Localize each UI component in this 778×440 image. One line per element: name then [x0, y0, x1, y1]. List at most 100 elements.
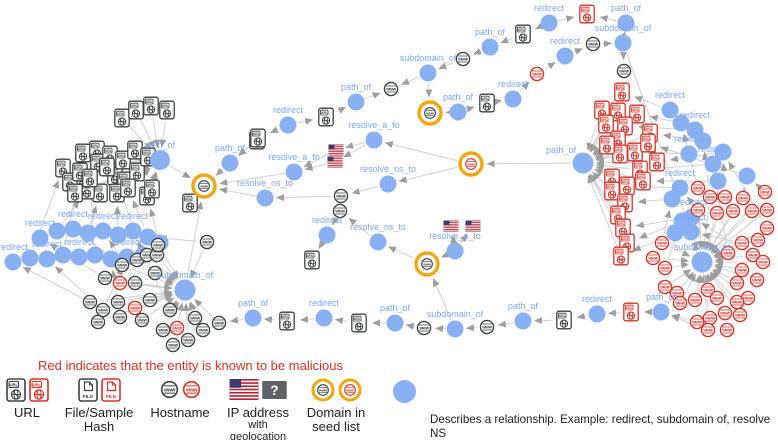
edge: [384, 141, 458, 162]
malicious-hostname-node: [759, 220, 775, 236]
url-node: [279, 311, 295, 331]
hostname-node: [155, 322, 171, 338]
relationship-node: [109, 226, 127, 244]
malicious-url-node: [613, 246, 629, 266]
edge-label: redirect: [118, 211, 149, 221]
www-icon: [155, 322, 171, 338]
malicious-url-node: [635, 171, 651, 191]
edge: [544, 61, 556, 70]
edge-label: redirect: [680, 110, 711, 120]
url-icon: [649, 152, 665, 172]
legend-file-label: File/Sample Hash: [64, 405, 134, 435]
edge-label: path_of: [475, 27, 506, 37]
relationship-node: [446, 320, 464, 338]
edge: [151, 172, 158, 181]
hostname-icon: [160, 380, 179, 399]
edge: [229, 316, 244, 324]
www-icon: [465, 158, 477, 170]
edge-label: subdomain_of: [400, 53, 457, 63]
edge-label: resolve_ns_to: [350, 222, 406, 232]
edge: [634, 96, 662, 108]
edge-label: redirect: [32, 239, 63, 249]
relationship-node: [714, 143, 732, 161]
edge: [589, 133, 601, 152]
www-icon: [759, 220, 775, 236]
www-icon: [150, 237, 166, 253]
relationship-node: [64, 220, 82, 238]
www-icon: [180, 332, 196, 348]
www-icon: [90, 314, 106, 330]
url-node: [120, 178, 136, 198]
edge-label: redirect: [498, 79, 529, 89]
url-node: [82, 168, 98, 188]
www-icon: [717, 189, 733, 205]
relationship-node: [709, 172, 727, 190]
url-icon: [99, 157, 115, 177]
hostname-node: [616, 63, 632, 79]
www-icon: [165, 337, 181, 353]
www-icon: [112, 275, 128, 291]
us-flag-icon: [229, 379, 259, 400]
legend-hostname-label: Hostname: [150, 405, 210, 420]
malicious-seed-domain-node: [458, 151, 484, 177]
relationship-node: [572, 152, 594, 174]
legend-url: URL: [2, 377, 52, 420]
edge: [595, 154, 609, 162]
relationship-node: [94, 222, 112, 240]
malicious-hostname-node: [529, 66, 545, 82]
edge: [332, 216, 340, 226]
edge-label: redirect: [0, 242, 29, 252]
url-node: [114, 108, 130, 128]
hostname-node: [90, 314, 106, 330]
legend-seed-label: Domain in seed list: [306, 405, 366, 435]
malicious-hostname-node: [654, 235, 670, 251]
url-icon: [250, 128, 266, 148]
edge: [486, 160, 572, 168]
edge-label: redirect: [88, 211, 119, 221]
url-icon: [127, 140, 143, 160]
relationship-node: [672, 114, 690, 132]
legend-ip: IP address with geolocation: [219, 377, 297, 440]
hostname-node: [479, 319, 495, 335]
relationship-node: [21, 249, 39, 267]
www-icon: [199, 234, 215, 250]
edge: [159, 121, 167, 148]
malicious-hostname-node: [690, 180, 706, 196]
url-icon: [120, 178, 136, 198]
edge-label: resolve_ns_to: [237, 178, 293, 188]
www-icon: [95, 302, 111, 318]
edge-label: path_of: [341, 82, 372, 92]
hostname-node: [416, 320, 432, 336]
legend-url-label: URL: [13, 405, 40, 420]
edge: [182, 302, 190, 331]
www-icon: [198, 180, 210, 192]
www-icon: [734, 235, 750, 251]
edge-label: redirect: [312, 215, 343, 225]
hostname-node: [150, 237, 166, 253]
www-icon: [162, 302, 178, 318]
malicious-hostname-node: [744, 203, 760, 219]
malicious-note: Red indicates that the entity is known t…: [38, 358, 343, 373]
edge: [188, 302, 196, 311]
url-node: [318, 107, 334, 127]
us-flag-icon: [327, 156, 343, 168]
edge: [663, 209, 672, 234]
www-icon: [383, 81, 399, 97]
relationship-node: [369, 233, 387, 251]
edge: [558, 15, 575, 23]
edge: [219, 187, 256, 197]
relationship-node: [279, 116, 297, 134]
www-icon: [645, 250, 661, 266]
edge: [670, 246, 691, 257]
relationship-node: [174, 279, 196, 301]
hostname-node: [195, 322, 211, 338]
edge: [534, 22, 544, 30]
url-node: [75, 143, 91, 163]
malicious-url-node: [619, 176, 635, 196]
url-icon: [627, 142, 643, 162]
relationship-node: [661, 101, 679, 119]
malicious-hostname-node: [717, 189, 733, 205]
www-icon: [750, 232, 766, 248]
malicious-hostname-node: [700, 322, 716, 338]
edge: [62, 200, 80, 224]
